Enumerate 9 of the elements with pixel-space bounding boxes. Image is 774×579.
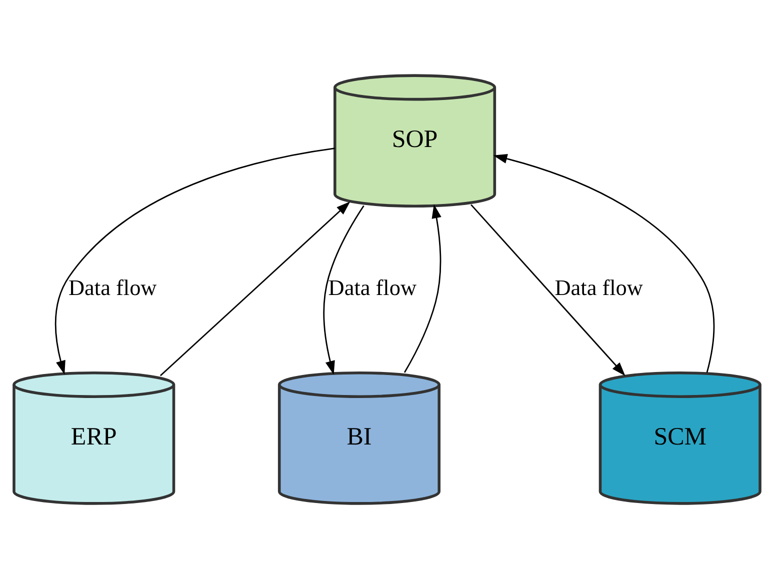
edge-label: Data flow xyxy=(554,274,643,300)
arrow xyxy=(493,154,715,373)
arrow xyxy=(160,201,350,376)
arrow xyxy=(470,204,626,376)
edge-label: Data flow xyxy=(328,274,417,300)
arrow xyxy=(404,204,442,373)
edge-label: Data flow xyxy=(68,274,157,300)
arrow xyxy=(323,205,364,375)
arrow xyxy=(54,148,335,375)
